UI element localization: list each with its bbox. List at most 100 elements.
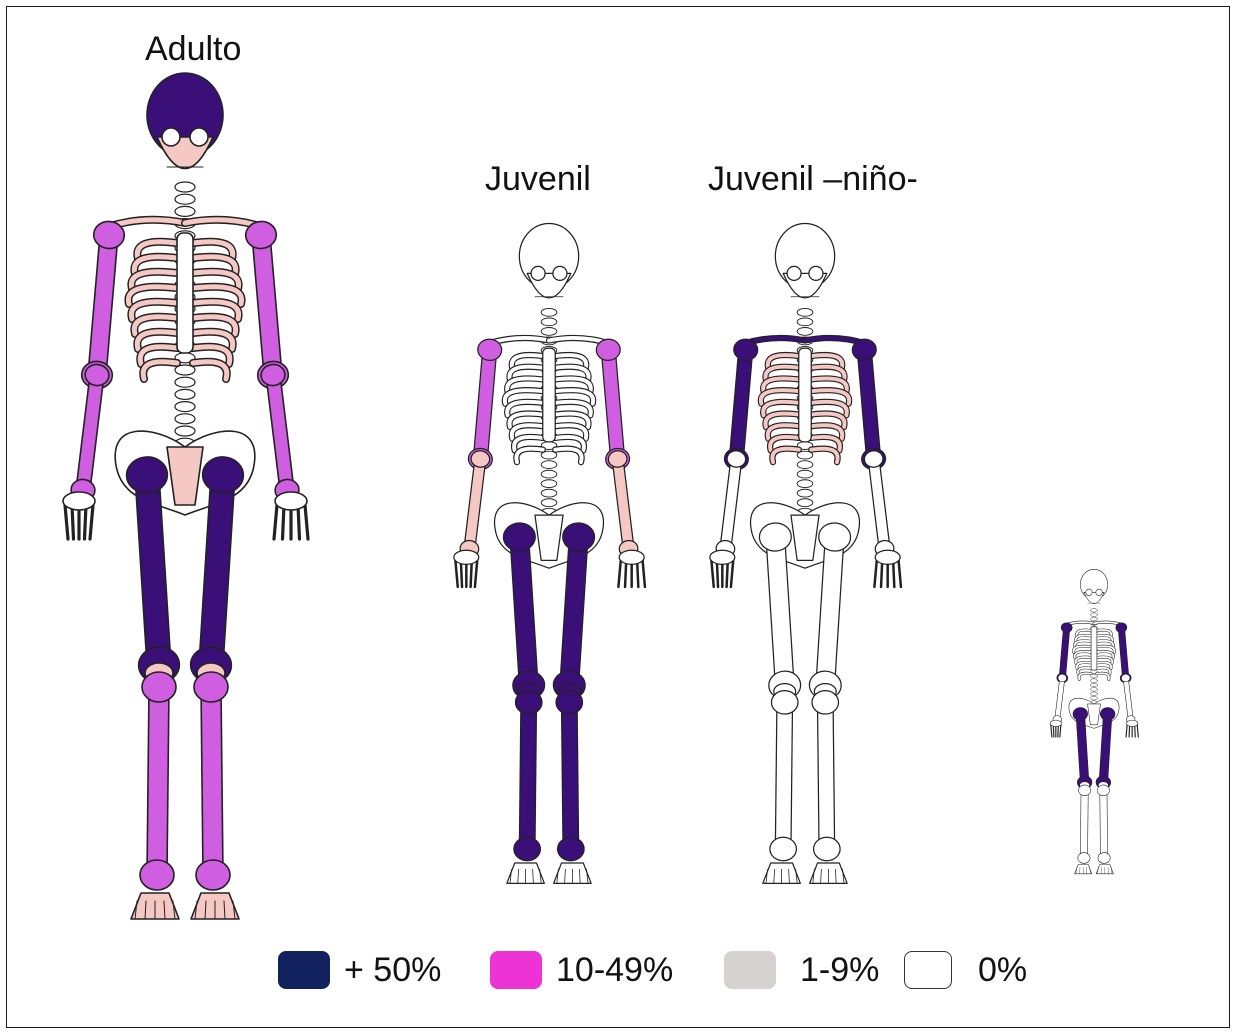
tibia-right-shaft	[817, 702, 834, 849]
humerus-right-shaft	[252, 234, 282, 376]
hand-left-palm	[454, 550, 479, 564]
hand-left-finger-4	[711, 560, 713, 587]
vertebra-0	[541, 308, 557, 316]
vertebra-2	[1090, 617, 1097, 621]
vertebra-19	[1090, 692, 1097, 696]
forearm-left-shaft	[1055, 678, 1065, 720]
foot-left	[507, 863, 544, 883]
forearm-right-shaft	[612, 458, 634, 549]
vertebra-2	[797, 327, 813, 335]
hand-left-palm	[63, 492, 95, 510]
humerus-right-shaft	[601, 349, 624, 459]
hand-left	[454, 550, 479, 587]
vertebra-18	[1090, 688, 1097, 692]
eye-socket-left	[531, 266, 545, 280]
hand-right-finger-3	[298, 505, 300, 539]
sternum	[1091, 627, 1097, 670]
tibia-right	[556, 691, 584, 861]
vertebra-17	[175, 389, 195, 399]
humerus-left-shaft	[88, 234, 118, 376]
forearm-left	[715, 450, 746, 558]
tibia-left-shaft	[147, 687, 169, 875]
tibia-left	[514, 691, 542, 861]
tibia-left-shaft	[775, 702, 792, 849]
vertebra-2	[175, 206, 195, 216]
forearm-left	[1053, 674, 1067, 724]
forearm-left	[459, 450, 490, 558]
vertebra-1	[541, 318, 557, 326]
hand-right-finger-3	[893, 560, 894, 587]
hand-right-finger-1	[1129, 725, 1130, 737]
tibia-left	[140, 672, 176, 890]
vertebra-1	[797, 318, 813, 326]
hand-left-finger-0	[90, 505, 93, 539]
vertebra-0	[175, 182, 195, 192]
tibia-left-head-a	[771, 691, 798, 715]
foot-right	[810, 863, 847, 883]
tibia-left	[1078, 785, 1091, 864]
humerus-left	[468, 338, 503, 470]
vertebra-20	[541, 499, 557, 507]
vertebra-20	[797, 499, 813, 507]
forearm-right	[607, 450, 638, 558]
tibia-right-head-b	[557, 837, 584, 861]
foot-right	[191, 893, 239, 919]
hand-right-finger-4	[899, 560, 901, 587]
hand-left-finger-4	[65, 505, 68, 539]
hand-right-palm	[1126, 720, 1138, 726]
vertebra-16	[1090, 679, 1097, 683]
hand-right	[618, 550, 645, 587]
vertebra-18	[175, 402, 195, 412]
vertebra-16	[175, 377, 195, 387]
vertebra-16	[541, 461, 557, 469]
hand-left	[63, 492, 95, 539]
hand-left-palm	[1050, 720, 1062, 726]
tibia-right	[812, 691, 840, 861]
hand-right-finger-3	[1135, 725, 1136, 737]
eye-socket-right	[190, 128, 208, 146]
legend-label-none: 0%	[978, 951, 1027, 990]
humerus-left	[81, 220, 126, 390]
tibia-right	[1097, 785, 1110, 864]
vertebra-19	[175, 414, 195, 424]
vertebra-0	[797, 308, 813, 316]
hand-right-finger-1	[881, 560, 882, 587]
vertebra-18	[541, 480, 557, 488]
tibia-right-head-b	[1098, 853, 1110, 864]
vertebra-18	[797, 480, 813, 488]
forearm-left	[70, 363, 110, 502]
tibia-left-head-b	[140, 860, 174, 890]
forearm-left-shaft	[720, 458, 742, 549]
vertebra-17	[541, 470, 557, 478]
hand-right-finger-3	[637, 560, 638, 587]
hand-right	[274, 492, 308, 539]
hand-left-finger-0	[1060, 725, 1061, 737]
humerus-right	[1115, 622, 1131, 683]
hand-left	[1050, 720, 1062, 737]
tibia-left-head-b	[514, 837, 541, 861]
hand-right	[874, 550, 901, 587]
vertebra-17	[1090, 683, 1097, 687]
legend-item-low: 1-9%	[724, 950, 879, 990]
sternum	[177, 233, 193, 353]
humerus-left-shaft	[729, 349, 752, 459]
vertebra-17	[797, 470, 813, 478]
humerus-left	[1056, 622, 1072, 683]
hand-right-palm	[275, 492, 307, 510]
vertebra-0	[1090, 609, 1097, 613]
legend-swatch-mid	[490, 951, 542, 989]
hand-right-finger-0	[618, 560, 620, 587]
tibia-left-head-a	[1078, 785, 1090, 796]
legend-swatch-high	[278, 951, 330, 989]
foot-right	[554, 863, 591, 883]
tibia-right-head-a	[1097, 785, 1109, 796]
humerus-right-shaft	[857, 349, 880, 459]
hand-left	[710, 550, 735, 587]
skeleton-juvenile-child	[710, 223, 901, 883]
hand-left-finger-0	[475, 560, 477, 587]
skeleton-adult	[63, 73, 308, 919]
hand-right-finger-0	[1126, 725, 1127, 737]
tibia-left-head-b	[770, 837, 797, 861]
hand-right-finger-0	[874, 560, 876, 587]
hand-left-finger-4	[1051, 725, 1052, 737]
